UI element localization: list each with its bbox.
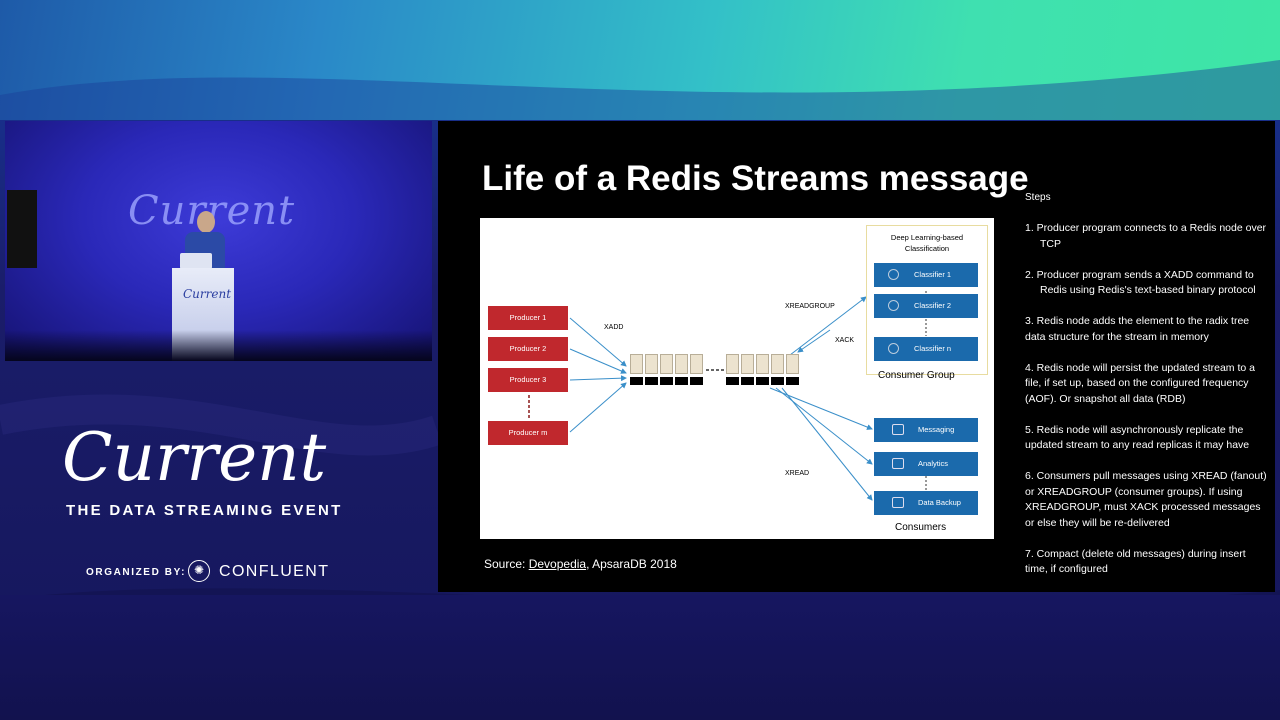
- slide-title: Life of a Redis Streams message: [482, 159, 1029, 198]
- consumers-label: Consumers: [895, 522, 947, 533]
- audience-silhouettes: [5, 330, 432, 361]
- organized-by-label: ORGANIZED BY:: [86, 567, 187, 578]
- event-tagline: THE DATA STREAMING EVENT: [66, 502, 343, 519]
- stream-entry-id: [786, 377, 799, 385]
- consumer-label: Analytics: [918, 459, 949, 468]
- consumer-box: Data Backup: [874, 491, 978, 515]
- stream-entry-id: [645, 377, 658, 385]
- step-item: 4. Redis node will persist the updated s…: [1025, 361, 1255, 405]
- consumer-box: Messaging: [874, 418, 978, 442]
- diagram-arrows: [528, 291, 927, 501]
- consumer-label: Messaging: [918, 425, 955, 434]
- stream-entry: [786, 354, 799, 374]
- step-item: 3. Redis node adds the element to the ra…: [1025, 315, 1250, 343]
- event-logo: Current: [62, 419, 327, 496]
- step-item: 1. Producer program connects to a Redis …: [1025, 222, 1267, 250]
- step-item: 7. Compact (delete old messages) during …: [1025, 547, 1246, 576]
- xreadgroup-label: XREADGROUP: [785, 303, 835, 310]
- analytics-icon: [892, 458, 904, 469]
- classifier-icon: [888, 343, 899, 354]
- stream-entry-id: [675, 377, 688, 385]
- producer-box: Producer 1: [488, 306, 568, 330]
- speaker-head: [197, 211, 215, 233]
- cg-title-line1: Deep Learning-based: [890, 233, 964, 242]
- stream-entry-id: [660, 377, 673, 385]
- stream-entry: [771, 354, 784, 374]
- classifier-icon: [888, 300, 899, 311]
- classifier-label: Classifier n: [914, 344, 952, 353]
- stage-speaker-cabinet: [7, 190, 37, 268]
- classifier-box: Classifier n: [874, 337, 978, 361]
- step-item: 5. Redis node will asynchronously replic…: [1025, 423, 1250, 452]
- classifier-label: Classifier 2: [914, 301, 952, 310]
- source-prefix: Source:: [484, 557, 529, 571]
- redis-streams-diagram: Producer 1 Producer 2 Producer 3 Produce…: [480, 218, 994, 539]
- cg-title-line2: Classification: [904, 244, 950, 253]
- presentation-slide: Life of a Redis Streams message: [438, 121, 1275, 592]
- laptop: [180, 253, 212, 269]
- consumer-group-title: Deep Learning-based Classification: [867, 232, 987, 254]
- stream-entry-id: [630, 377, 643, 385]
- xack-label: XACK: [835, 337, 855, 344]
- speaker-camera-feed: Current Current: [5, 121, 432, 361]
- podium-logo: Current: [183, 287, 232, 301]
- stream-entry-id: [756, 377, 769, 385]
- stream-entry: [675, 354, 688, 374]
- source-suffix: , ApsaraDB 2018: [586, 557, 677, 571]
- stream-entry-id: [690, 377, 703, 385]
- stream-entry: [660, 354, 673, 374]
- classifier-label: Classifier 1: [914, 270, 952, 279]
- consumer-group-label: Consumer Group: [878, 370, 955, 381]
- steps-heading: Steps: [1025, 192, 1051, 203]
- stream-entry: [756, 354, 769, 374]
- stream-entry: [645, 354, 658, 374]
- bottom-band: [0, 595, 1280, 720]
- slide-source: Source: Devopedia, ApsaraDB 2018: [484, 557, 677, 571]
- producer-box: Producer m: [488, 421, 568, 445]
- xread-label: XREAD: [785, 470, 810, 477]
- producer-box: Producer 2: [488, 337, 568, 361]
- stream-entry-id: [726, 377, 739, 385]
- classifier-icon: [888, 269, 899, 280]
- classifier-box: Classifier 1: [874, 263, 978, 287]
- stream-entry-id: [741, 377, 754, 385]
- producer-box: Producer 3: [488, 368, 568, 392]
- stream-entry: [741, 354, 754, 374]
- step-item: 2. Producer program sends a XADD command…: [1025, 268, 1256, 297]
- top-gradient-band: [0, 0, 1280, 120]
- organizer-name: CONFLUENT: [219, 563, 330, 580]
- stream-entry: [726, 354, 739, 374]
- consumer-group-box: Deep Learning-based Classification: [866, 225, 988, 375]
- consumer-box: Analytics: [874, 452, 978, 476]
- database-icon: [892, 497, 904, 508]
- messaging-icon: [892, 424, 904, 435]
- step-item: 6. Consumers pull messages using XREAD (…: [1025, 470, 1267, 529]
- confluent-logo-icon: ✺: [188, 560, 210, 582]
- stream-entry: [690, 354, 703, 374]
- xadd-label: XADD: [604, 324, 624, 331]
- stream-entry: [630, 354, 643, 374]
- source-link[interactable]: Devopedia: [528, 557, 587, 571]
- stream-entry-id: [771, 377, 784, 385]
- consumer-label: Data Backup: [918, 498, 961, 507]
- steps-list: 1. Producer program connects to a Redis …: [1025, 221, 1267, 593]
- classifier-box: Classifier 2: [874, 294, 978, 318]
